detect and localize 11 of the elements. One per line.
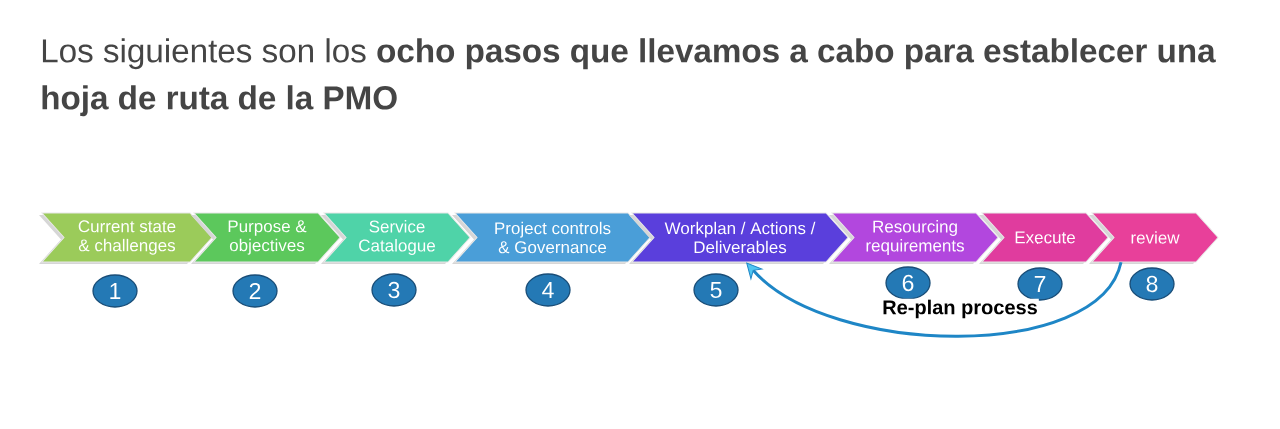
- edge-label: Re-plan process: [881, 298, 1039, 320]
- process-step: Resourcing requirements: [829, 212, 999, 264]
- process-step: Workplan / Actions / Deliverables: [629, 212, 849, 264]
- curved-arrow: [746, 261, 1123, 338]
- process-step: Execute: [979, 212, 1109, 264]
- process-step: Purpose & objectives: [191, 212, 341, 264]
- title: Los siguientes son los ocho pasos que llevamos a cabo para establecer una hoja de ruta de la PMO: [42, 38, 1216, 117]
- process-step: Current state & challenges: [39, 212, 213, 264]
- process-step: Service Catalogue: [321, 212, 471, 264]
- process-step: review: [1089, 212, 1219, 264]
- process-step: Project controls & Governance: [452, 212, 651, 264]
